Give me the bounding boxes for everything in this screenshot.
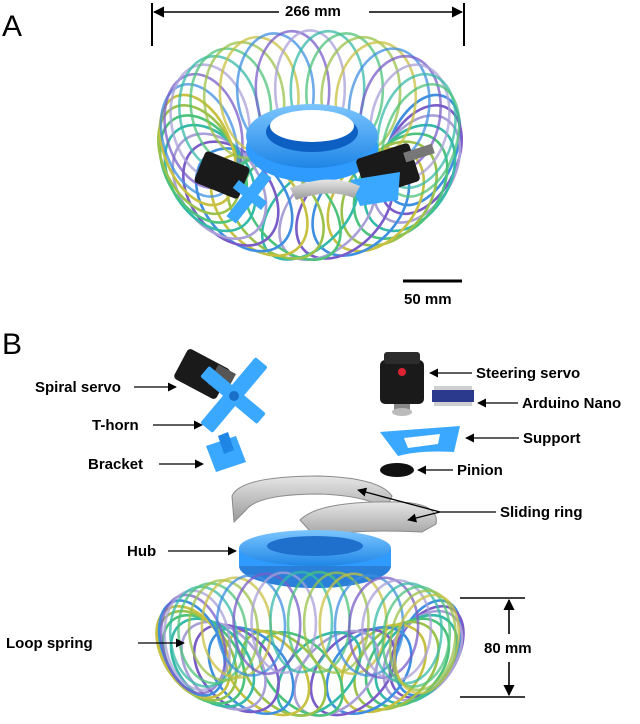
steering-servo [380, 352, 424, 416]
panel-b-height-label: 80 mm [478, 641, 538, 656]
label-support: Support [523, 430, 581, 447]
spring-coil [240, 629, 327, 717]
spring-coil [388, 589, 457, 692]
label-t-horn: T-horn [92, 417, 139, 434]
arduino-nano [432, 386, 474, 406]
hub-a [246, 104, 378, 182]
panel-a-dimension [151, 3, 465, 46]
callout-leaders [134, 368, 519, 648]
spring-coil [158, 93, 238, 207]
spring-coil [187, 579, 260, 682]
panel-a-scale-label: 50 mm [404, 291, 452, 308]
pinion [380, 463, 414, 477]
spring-coil [333, 574, 405, 677]
spring-coil [215, 574, 287, 677]
sliding-ring [231, 475, 437, 541]
t-horn [200, 357, 267, 433]
panel-a-width-label: 266 mm [279, 4, 347, 19]
spring-coil [302, 571, 370, 674]
spring-coil [269, 570, 334, 674]
panel-b-height-dimension [460, 597, 525, 698]
label-arduino-nano: Arduino Nano [522, 395, 622, 412]
spring-coil [318, 572, 388, 676]
support [380, 426, 460, 456]
spring-coil [223, 628, 311, 717]
bracket [206, 432, 246, 472]
t-horn-a [226, 170, 272, 224]
loop-spring-torus-b [155, 570, 465, 717]
label-bracket: Bracket [88, 456, 144, 473]
label-steering-servo: Steering servo [476, 365, 581, 382]
spring-coil [232, 572, 302, 676]
label-hub: Hub [127, 543, 157, 560]
spring-coil [381, 585, 452, 688]
sliding-ring-a [290, 179, 360, 200]
label-spiral-servo: Spiral servo [35, 379, 121, 396]
panel-b-letter: B [2, 328, 23, 361]
label-loop-spring: Loop spring [6, 635, 93, 652]
spring-coil [250, 571, 318, 674]
support-a [350, 172, 400, 206]
spring-coil [380, 82, 461, 198]
label-pinion: Pinion [457, 462, 503, 479]
panel-a-letter: A [2, 10, 23, 43]
spring-coil [393, 593, 461, 695]
spring-coil [376, 72, 457, 190]
label-sliding-ring: Sliding ring [500, 504, 583, 521]
